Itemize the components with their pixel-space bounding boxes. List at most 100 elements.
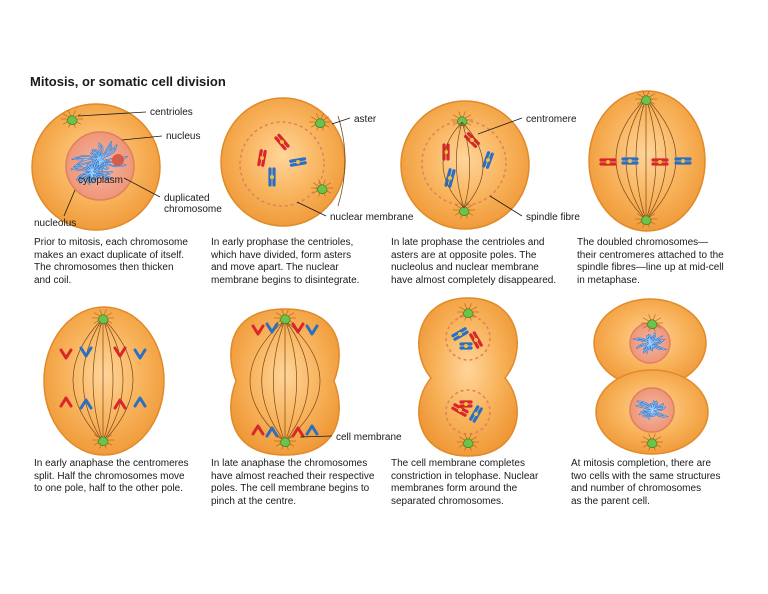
chromosome <box>133 348 147 360</box>
label-leader <box>77 111 147 117</box>
label-leader <box>299 435 333 438</box>
chromosome <box>133 396 147 408</box>
spindle-fibre <box>102 317 114 443</box>
centriole-body <box>646 438 658 448</box>
label-leader <box>331 117 351 125</box>
centriole-body <box>646 319 658 329</box>
chromosome <box>469 331 483 349</box>
spindle-fibre <box>442 121 465 209</box>
spindle-fibre <box>284 319 309 443</box>
centriole-body <box>456 116 468 126</box>
chromosome <box>469 405 483 423</box>
label-nuclear-membrane: nuclear membrane <box>330 212 414 223</box>
chromosome <box>289 157 307 167</box>
label-line: spindle fibre <box>526 212 580 223</box>
spindle-fibre <box>82 317 104 443</box>
spindle-fibre <box>461 121 484 209</box>
nuclear-membrane-bottom <box>445 389 491 435</box>
centriole-body <box>279 314 291 324</box>
label-line: nuclear membrane <box>330 212 414 223</box>
centriole-icon <box>311 179 333 197</box>
chromatid <box>453 403 469 414</box>
label-line: centromere <box>526 114 577 125</box>
centromere-dot <box>270 175 274 179</box>
caption-late-prophase: In late prophase the centrioles and aste… <box>391 237 557 286</box>
centriole-body <box>66 115 78 125</box>
chromosome <box>79 398 93 410</box>
chromosome <box>451 403 469 417</box>
caption-late-anaphase: In late anaphase the chromosomes have al… <box>211 458 375 507</box>
centriole-icon <box>92 431 114 449</box>
chromosome <box>291 426 305 438</box>
chromosome <box>451 327 469 341</box>
label-line: centrioles <box>150 107 193 118</box>
chromosome <box>459 342 473 350</box>
chromatid <box>289 157 307 163</box>
chromosome <box>459 400 473 408</box>
centromere-dot <box>628 159 632 163</box>
centromere-dot <box>464 402 468 406</box>
chromosome <box>265 426 279 438</box>
centriole-body <box>97 314 109 324</box>
chromosome <box>113 346 127 358</box>
centromere-dot <box>658 160 662 164</box>
centriole-icon <box>92 309 114 327</box>
centriole-icon <box>635 210 657 228</box>
caption-early-prophase: In early prophase the centrioles, which … <box>211 237 360 286</box>
centriole-body <box>640 95 652 105</box>
chromosome <box>59 348 73 360</box>
centromere-dot <box>474 412 478 416</box>
chromosome <box>305 424 319 436</box>
centriole-icon <box>274 432 296 450</box>
chromatid <box>448 169 456 188</box>
chromosome <box>305 324 319 336</box>
chromosome <box>442 143 450 161</box>
label-cytoplasm: cytoplasm <box>78 175 123 186</box>
cell-late-prophase <box>400 100 530 230</box>
spindle-fibre <box>272 319 286 443</box>
caption-telophase: The cell membrane completes constriction… <box>391 458 539 507</box>
label-nucleolus: nucleolus <box>34 218 76 229</box>
centromere-dot <box>474 338 478 342</box>
chromosome <box>621 157 639 165</box>
label-line: aster <box>354 114 377 125</box>
label-line: cell membrane <box>336 432 402 443</box>
chromosome <box>599 158 617 166</box>
centromere-dot <box>486 158 490 162</box>
label-leader <box>296 201 327 217</box>
centromere-dot <box>464 344 468 348</box>
centriole-body <box>458 206 470 216</box>
centriole-icon <box>61 110 83 128</box>
chromosome <box>251 324 265 336</box>
chromosome <box>651 158 669 166</box>
label-nucleus: nucleus <box>166 131 200 142</box>
coiled-chromosome-highlight <box>636 401 668 419</box>
centriole-body <box>640 215 652 225</box>
cell-early-anaphase <box>43 306 165 456</box>
chromatid <box>472 331 483 347</box>
chromosome <box>59 396 73 408</box>
centriole-icon <box>641 433 663 451</box>
spindle-fibre <box>261 319 286 443</box>
chromosome <box>265 322 279 334</box>
centriole-icon <box>309 113 331 131</box>
spindle-fibre <box>102 317 124 443</box>
chromosome <box>482 151 494 169</box>
cell-telophase <box>418 297 518 457</box>
chromatid <box>464 134 478 148</box>
caption-early-anaphase: In early anaphase the centromeres split.… <box>34 458 189 494</box>
chromatid <box>453 330 469 341</box>
spindle-fibre <box>102 317 134 443</box>
label-line: nucleus <box>166 131 200 142</box>
centriole-body <box>97 436 109 446</box>
centromere-dot <box>606 160 610 164</box>
centromere-dot <box>296 160 300 164</box>
chromosome <box>268 167 276 187</box>
caption-interphase: Prior to mitosis, each chromosome makes … <box>34 237 188 286</box>
aster-arc <box>337 115 346 207</box>
chromatid <box>451 327 467 338</box>
spindle-fibre <box>455 121 465 209</box>
centriole-icon <box>457 433 479 451</box>
